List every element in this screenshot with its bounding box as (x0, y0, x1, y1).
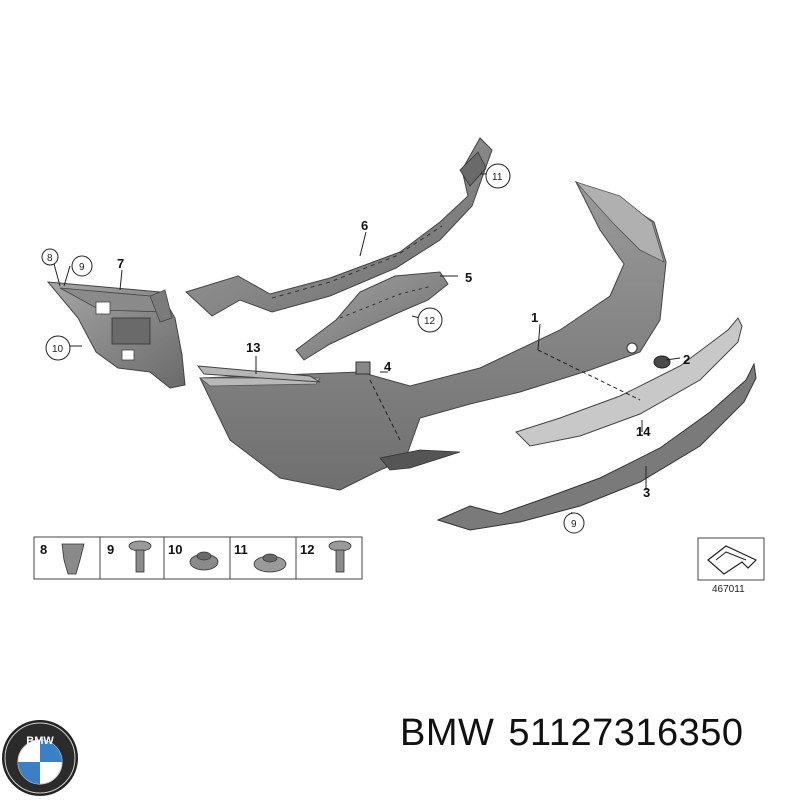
leader-lines (53, 173, 681, 521)
callout-10: 10 (45, 335, 71, 361)
svg-text:11: 11 (492, 172, 503, 183)
svg-text:8: 8 (47, 253, 53, 264)
trim-strip-part-13 (196, 365, 321, 383)
svg-text:9: 9 (571, 519, 577, 530)
fastener-legend: 8 9 10 11 12 (33, 536, 363, 580)
mid-bracket-part-5 (295, 271, 449, 361)
rear-bumper-part-1 (198, 181, 667, 491)
legend-item-9: 9 (107, 540, 152, 573)
legend-item-8: 8 (40, 542, 85, 575)
svg-text:BMW: BMW (26, 735, 54, 747)
callout-9-top: 9 (71, 255, 93, 277)
svg-text:8: 8 (40, 542, 47, 557)
callout-7: 7 (117, 256, 124, 271)
callout-11: 11 (485, 163, 511, 189)
callout-14: 14 (636, 424, 651, 439)
diffuser-part-3 (436, 362, 757, 531)
svg-text:12: 12 (424, 316, 436, 327)
clip-part-4 (355, 361, 371, 375)
svg-text:9: 9 (79, 262, 85, 273)
callout-5: 5 (465, 270, 472, 285)
callout-13: 13 (246, 340, 260, 355)
callout-4: 4 (384, 359, 392, 374)
callout-9-bottom: 9 (563, 512, 585, 534)
upper-carrier-part-6 (185, 137, 493, 317)
callout-6: 6 (361, 218, 368, 233)
svg-text:10: 10 (52, 344, 64, 355)
part-caption: BMW 51127316350 (400, 712, 744, 755)
svg-text:9: 9 (107, 542, 114, 557)
diagram-id-box: 467011 (697, 537, 765, 595)
callouts: 1 2 3 4 5 6 7 8 9 10 11 12 13 14 9 (41, 163, 690, 534)
bmw-logo: BMW (2, 720, 78, 796)
callout-12: 12 (417, 307, 443, 333)
callout-3: 3 (643, 485, 650, 500)
svg-text:11: 11 (234, 542, 248, 557)
side-bracket-part-7 (46, 281, 186, 389)
legend-item-11: 11 (234, 542, 287, 573)
callout-1: 1 (531, 310, 538, 325)
callout-8: 8 (41, 248, 59, 266)
brand-name: BMW (400, 712, 495, 754)
legend-item-12: 12 (300, 540, 352, 573)
callout-2: 2 (683, 352, 690, 367)
part-number: 51127316350 (508, 712, 744, 754)
diagram-id: 467011 (712, 584, 745, 595)
svg-text:10: 10 (168, 542, 182, 557)
cap-part-2 (653, 355, 671, 369)
legend-item-10: 10 (168, 542, 219, 571)
moulding-part-14 (515, 317, 743, 447)
svg-text:12: 12 (300, 542, 314, 557)
